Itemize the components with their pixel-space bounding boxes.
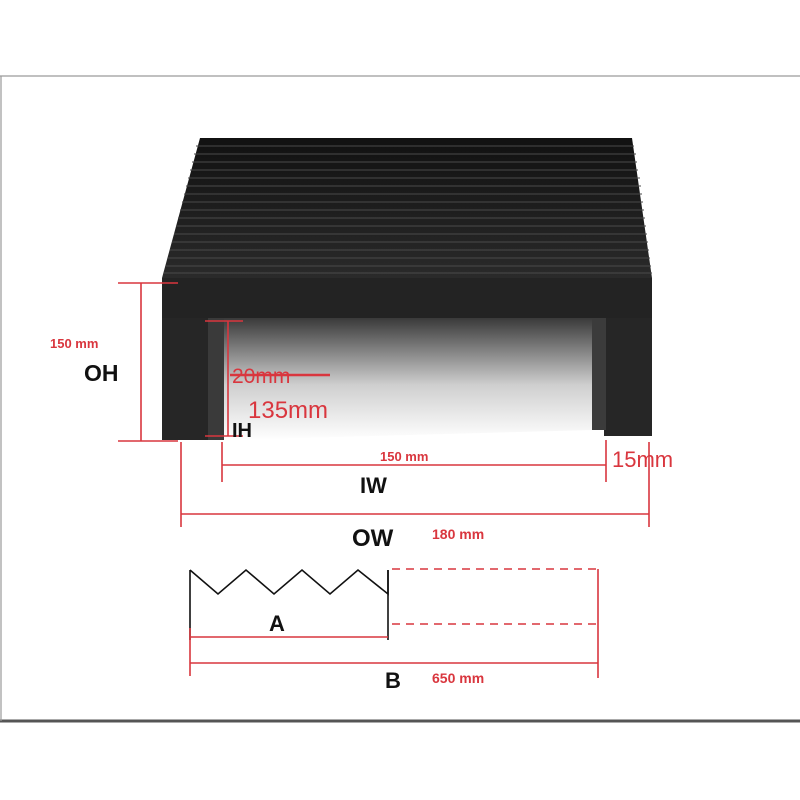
iw-value: 150 mm (380, 449, 428, 464)
bellows-front-beam (162, 278, 652, 318)
ih-value: 135mm (248, 397, 328, 424)
a-label: A (269, 611, 285, 636)
b-value: 650 mm (432, 670, 484, 686)
bellows-cover (162, 138, 652, 440)
bellows-left-leg-inner (208, 318, 224, 440)
ow-dimension (180, 442, 650, 527)
ow-label: OW (352, 525, 394, 552)
oh-dimension (118, 282, 178, 442)
bellows-top-surface (162, 138, 652, 278)
oh-label: OH (84, 360, 119, 386)
iw-dimension (221, 440, 607, 482)
ow-value: 180 mm (432, 526, 484, 542)
pleat-diagram (189, 568, 599, 678)
bellows-right-leg (604, 318, 652, 436)
bellows-right-leg-inner (592, 318, 606, 430)
oh-value: 150 mm (50, 336, 98, 351)
iw-label: IW (360, 473, 387, 498)
bellows-inner-opening (224, 318, 592, 440)
ih-label: IH (232, 420, 252, 442)
ih-dimension (205, 320, 243, 437)
b-label: B (385, 668, 401, 693)
iw-side-value: 15mm (612, 447, 673, 472)
bellows-left-leg (162, 318, 208, 440)
ih-old-value: 20mm (232, 365, 290, 388)
a-dimension (189, 628, 388, 676)
pleat-zigzag (189, 568, 389, 596)
bellows-pleats (164, 145, 652, 274)
